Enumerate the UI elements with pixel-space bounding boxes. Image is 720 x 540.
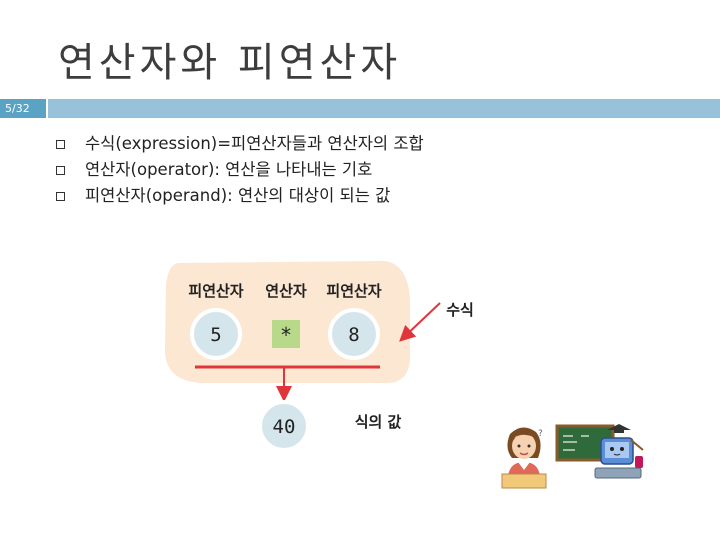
left-operand-circle: [190, 308, 242, 360]
square-bullet-icon: [56, 139, 65, 149]
svg-text:?: ?: [538, 429, 543, 439]
operator-symbol: *: [280, 323, 292, 347]
header-band: [48, 99, 720, 118]
header-operator: 연산자: [265, 282, 307, 300]
computer-teacher-illustration: [555, 424, 644, 479]
expression-pointer-arrow: [399, 302, 441, 342]
bullet-text: 연산자(operator): 연산을 나타내는 기호: [85, 160, 373, 179]
expression-label: 수식: [446, 301, 474, 319]
right-operand-circle: [328, 308, 380, 360]
bullet-item: 연산자(operator): 연산을 나타내는 기호: [55, 157, 424, 183]
square-bullet-icon: [56, 165, 65, 175]
student-illustration: ?: [501, 427, 547, 489]
result-circle: [258, 400, 310, 452]
square-bullet-icon: [56, 191, 65, 201]
bullet-list: 수식(expression)=피연산자들과 연산자의 조합 연산자(operat…: [55, 131, 424, 209]
page-number: 5/32: [5, 102, 30, 115]
header-right-operand: 피연산자: [326, 282, 381, 300]
result-label: 식의 값: [355, 413, 402, 431]
bullet-text: 피연산자(operand): 연산의 대상이 되는 값: [85, 186, 391, 205]
slide-title: 연산자와 피연산자: [58, 40, 402, 86]
result-value: 40: [273, 416, 296, 438]
right-operand-value: 8: [348, 324, 359, 346]
left-operand-value: 5: [210, 324, 221, 346]
bullet-text: 수식(expression)=피연산자들과 연산자의 조합: [85, 134, 424, 153]
bullet-item: 수식(expression)=피연산자들과 연산자의 조합: [55, 131, 424, 157]
header-band-accent: [0, 99, 46, 118]
header-left-operand: 피연산자: [188, 282, 243, 300]
bullet-item: 피연산자(operand): 연산의 대상이 되는 값: [55, 183, 424, 209]
operator-box: [272, 320, 300, 348]
expression-diagram: 피연산자 연산자 피연산자 5 * 8 수식 40 식의 값: [165, 261, 474, 452]
